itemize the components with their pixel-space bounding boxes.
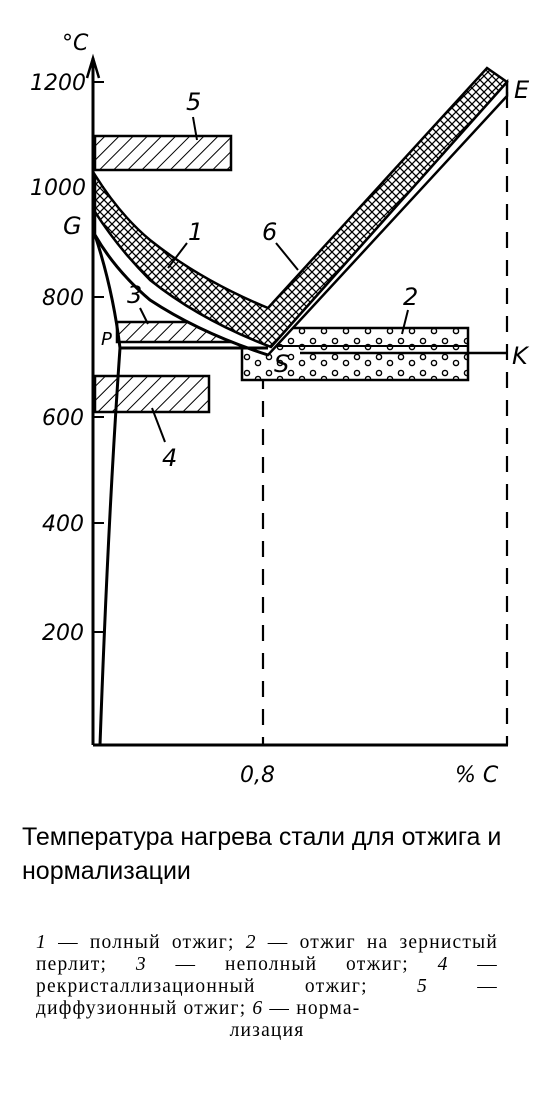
legend-text-4: — рекристаллизационный отжиг;	[36, 954, 498, 997]
zone-4-recrystallization	[93, 374, 211, 414]
y-unit-label: °C	[62, 31, 89, 56]
legend-text-2: — отжиг на зернистый перлит;	[36, 932, 498, 975]
point-label-s: S	[274, 350, 289, 378]
figure-caption: 1 — полный отжиг; 2 — отжиг на зернистый…	[36, 932, 498, 1042]
point-label-k: K	[512, 342, 530, 370]
y-tick-label: 200	[42, 621, 84, 646]
x-unit-label: % C	[455, 763, 499, 788]
gs-line	[93, 234, 269, 357]
legend-num-6: 6	[252, 998, 264, 1019]
legend-text-3: — неполный отжиг;	[146, 954, 438, 975]
legend-text-6: — норма-	[263, 998, 361, 1019]
zone-label-2: 2	[403, 283, 418, 311]
zone-label-4: 4	[162, 444, 177, 472]
figure-title: Температура нагрева стали для отжига и н…	[22, 823, 502, 885]
leader-6	[275, 242, 299, 271]
y-tick-label: 800	[42, 286, 84, 311]
legend-text-6-cont: лизация	[229, 1020, 305, 1041]
y-axis	[85, 53, 101, 745]
y-tick-label: 600	[42, 406, 84, 431]
leader-2	[401, 309, 409, 335]
iron-carbon-diagram: °C 1200 1000 800 600 400 200 0,8 % C G P…	[30, 31, 530, 788]
y-tick-label: 1000	[30, 176, 86, 201]
leader-5	[192, 116, 198, 141]
leader-4	[151, 407, 166, 443]
y-tick-label: 400	[42, 512, 84, 537]
zone-label-6: 6	[262, 218, 277, 246]
leader-3	[139, 307, 149, 325]
zone-label-3: 3	[127, 281, 142, 309]
legend-num-3: 3	[135, 954, 147, 975]
zone-label-1: 1	[188, 218, 203, 246]
legend-num-5: 5	[417, 976, 428, 997]
point-label-p: P	[101, 329, 112, 350]
zone-label-5: 5	[186, 88, 201, 116]
zone-5-diffusion	[93, 134, 233, 172]
legend-text-5: — диффузионный отжиг;	[36, 976, 498, 1019]
x-tick-label: 0,8	[240, 763, 275, 788]
gp-line	[93, 234, 122, 349]
legend-num-1: 1	[36, 932, 47, 953]
legend-num-4: 4	[437, 954, 449, 975]
leader-1	[167, 242, 188, 269]
legend-num-2: 2	[245, 932, 257, 953]
point-label-g: G	[63, 212, 82, 240]
pq-line	[98, 347, 122, 746]
point-label-e: E	[514, 76, 530, 104]
y-tick-label: 1200	[30, 71, 86, 96]
legend-text-1: — полный отжиг;	[46, 932, 246, 953]
